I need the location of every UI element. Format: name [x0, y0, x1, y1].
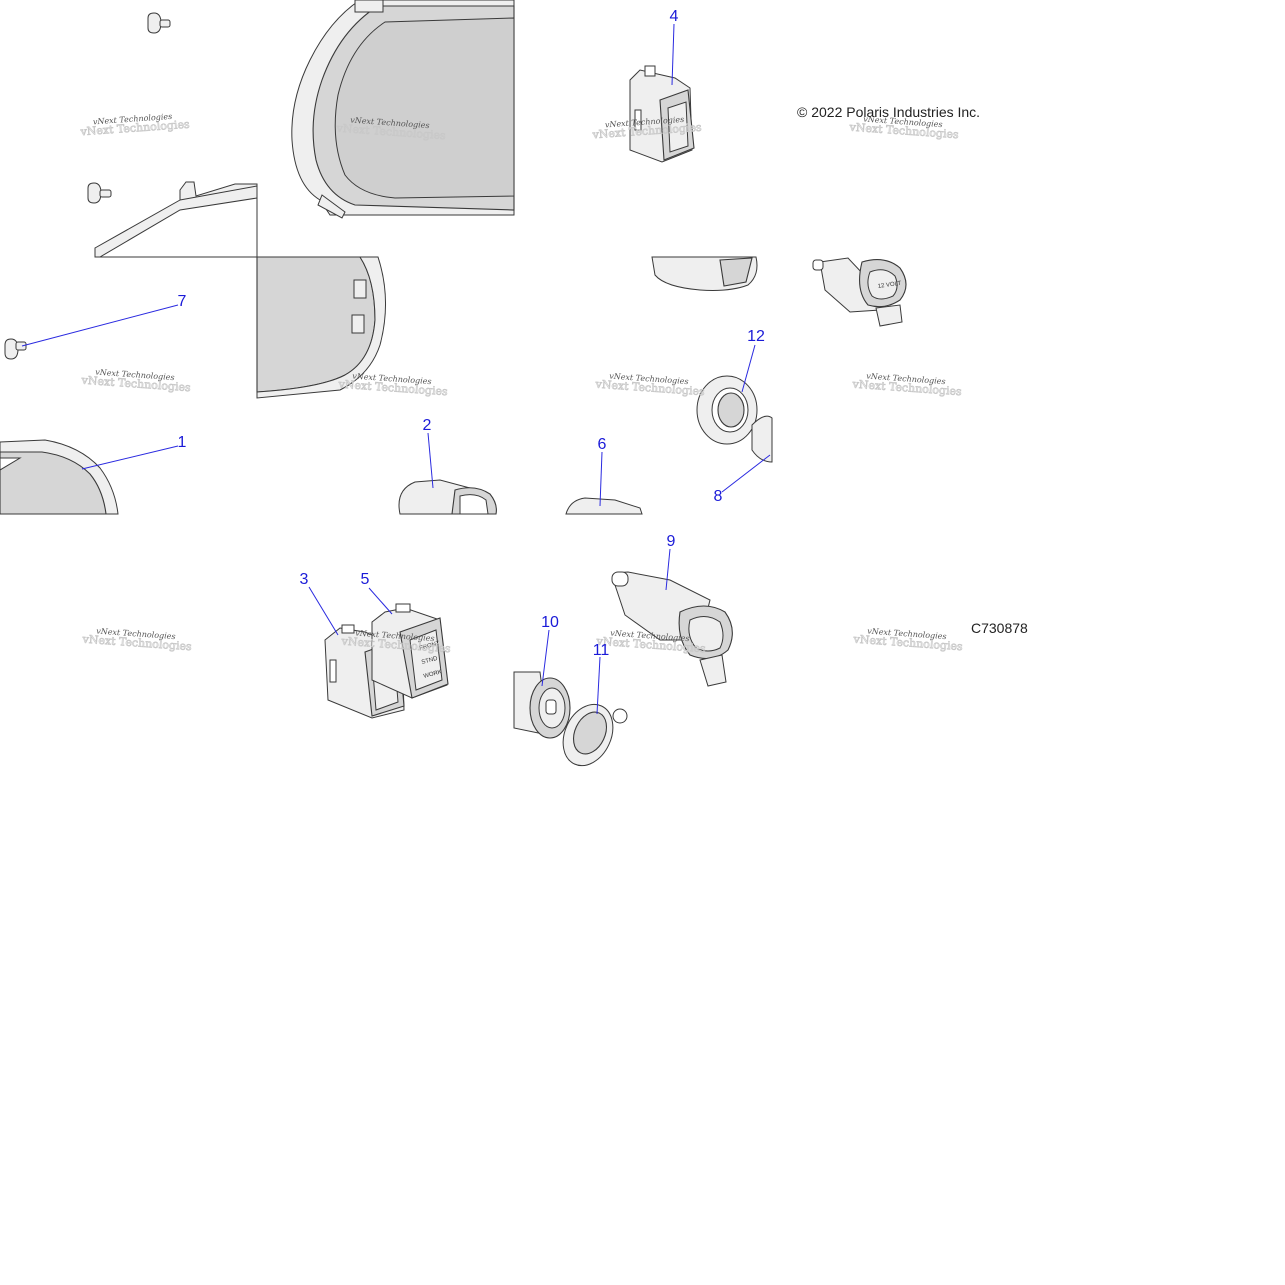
socket-assembly-2 [398, 479, 497, 515]
socket-cap-label: 12 VOLT [877, 281, 902, 290]
callouts: 1 2 3 4 5 6 7 8 9 10 11 12 [178, 8, 765, 659]
callout-9: 9 [667, 533, 676, 550]
clutch-cover-1 [0, 439, 119, 515]
diagram-code: C730878 [971, 620, 1028, 636]
clutch-cover-lower [256, 256, 386, 399]
usb-socket-9 [611, 571, 733, 687]
copyright-text: © 2022 Polaris Industries Inc. [797, 104, 980, 120]
callout-12: 12 [747, 328, 765, 345]
rivet-icon [4, 338, 27, 360]
rocker-switch-4 [629, 65, 695, 163]
callout-3: 3 [300, 571, 309, 588]
leader-lines [21, 23, 771, 715]
rivet-icon [87, 182, 112, 204]
callout-10: 10 [541, 614, 559, 631]
callout-8: 8 [714, 488, 723, 505]
callout-4: 4 [670, 8, 679, 25]
rivet-icon [147, 12, 171, 34]
retaining-nut-12 [696, 375, 758, 445]
callout-6: 6 [598, 436, 607, 453]
switch-label-work: WORK [423, 669, 443, 680]
socket-cap-11 [562, 703, 628, 767]
cover-edge-piece [94, 181, 258, 258]
socket-body-6 [565, 497, 643, 515]
rocker-switch-5: FRONT STND WORK [371, 603, 449, 699]
power-socket-12v: 12 VOLT [812, 257, 907, 327]
socket-housing-8 [751, 415, 773, 463]
clutch-cover-large [291, 0, 515, 219]
switch-label-front: FRONT [419, 641, 441, 652]
callout-2: 2 [423, 417, 432, 434]
callout-7: 7 [178, 293, 187, 310]
callout-1: 1 [178, 434, 187, 451]
socket-housing-10 [513, 671, 571, 739]
callout-11: 11 [593, 642, 610, 659]
switch-label-stnd: STND [421, 656, 439, 666]
socket-body-partial [651, 256, 758, 291]
callout-5: 5 [361, 571, 370, 588]
